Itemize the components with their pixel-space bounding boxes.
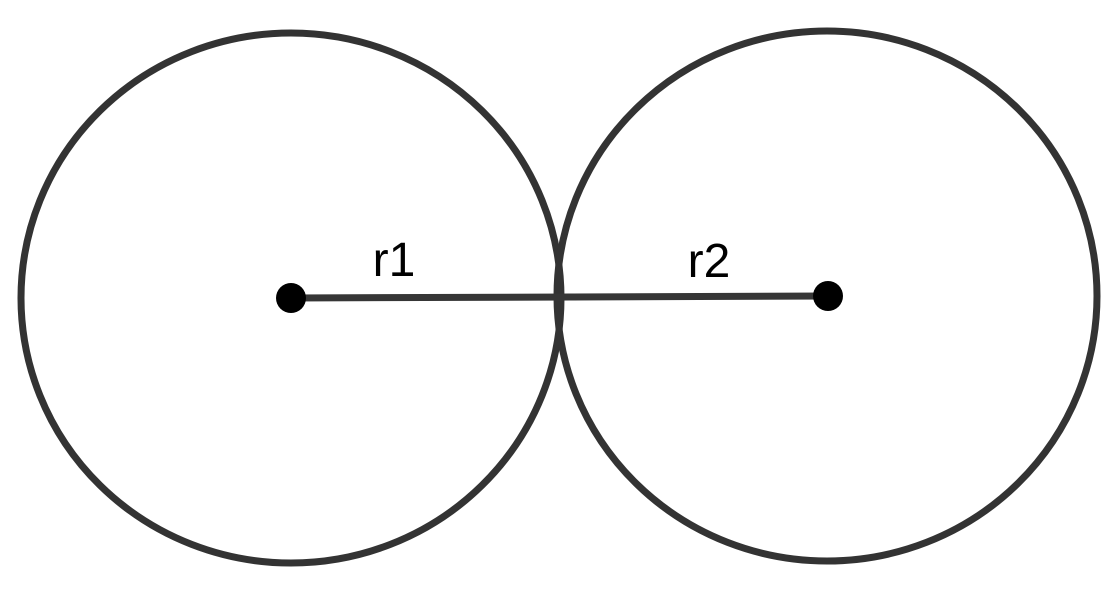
right-center-dot <box>813 281 843 311</box>
left-center-dot <box>276 283 306 313</box>
left-radius-label: r1 <box>373 234 416 287</box>
radius-segment <box>290 292 829 302</box>
right-radius-label: r2 <box>688 235 731 288</box>
